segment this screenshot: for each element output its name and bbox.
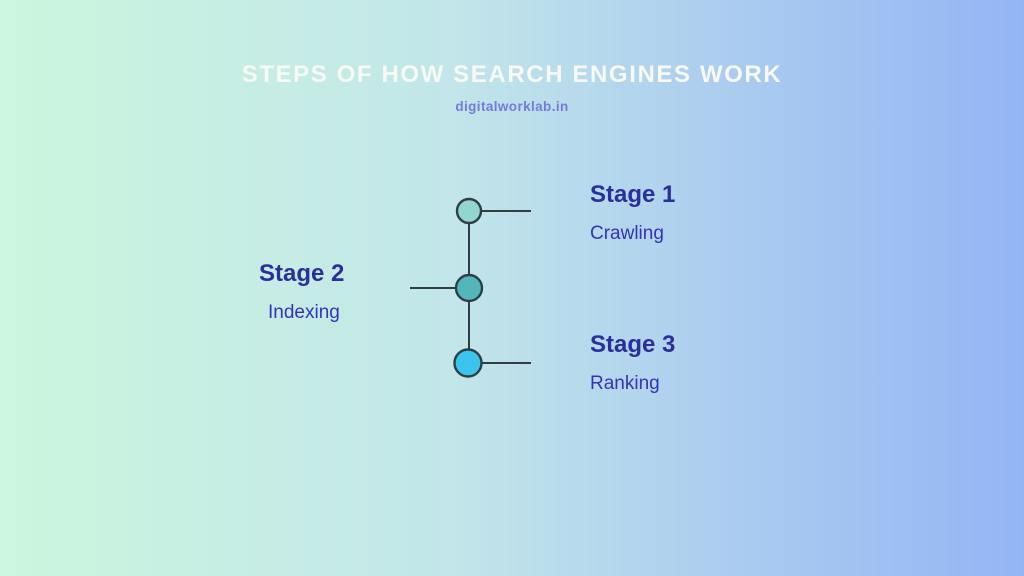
stage-3-block: Stage 3 Ranking xyxy=(590,331,675,396)
stage-1-node-dot xyxy=(455,197,483,225)
stage-2-title: Stage 2 xyxy=(259,260,345,287)
stage-2-node-dot xyxy=(454,273,484,303)
stage-1-block: Stage 1 Crawling xyxy=(590,181,675,246)
stage-3-node-dot xyxy=(453,348,483,378)
stage-1-label: Crawling xyxy=(590,223,664,244)
stage-3-title: Stage 3 xyxy=(590,331,676,358)
page-title: STEPS OF HOW SEARCH ENGINES WORK xyxy=(241,61,783,88)
site-credit: digitalworklab.in xyxy=(455,99,569,114)
stage-1-title: Stage 1 xyxy=(590,181,676,208)
stage-3-label: Ranking xyxy=(590,373,660,394)
stage-2-label: Indexing xyxy=(268,302,340,323)
stage-2-block: Stage 2 Indexing xyxy=(259,260,344,325)
